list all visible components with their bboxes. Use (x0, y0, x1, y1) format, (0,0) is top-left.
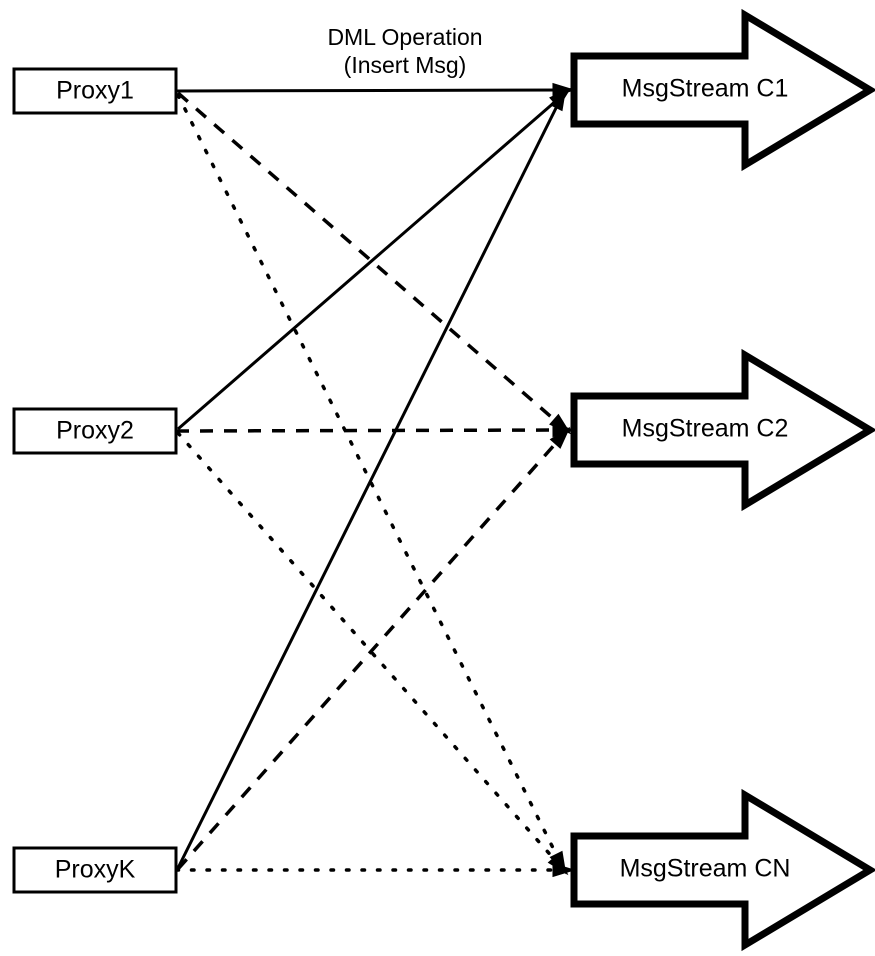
link-proxy1-to-cn (176, 93, 564, 868)
link-proxy1-to-c1 (175, 88, 567, 93)
msgstream-arrow-label-c2: MsgStream C2 (622, 415, 789, 443)
dml-operation-label-line1: DML Operation (327, 24, 482, 50)
link-proxy2-to-cn (176, 431, 564, 870)
arrowhead-proxyK-to-c2 (549, 426, 571, 449)
link-proxy2-to-c1 (177, 92, 565, 431)
connector-arrowheads (547, 82, 576, 878)
proxy-node-proxy1[interactable]: Proxy1 (12, 67, 178, 115)
proxy-label-proxyK: ProxyK (55, 856, 136, 884)
connector-links (174, 88, 568, 872)
link-proxy2-to-c2 (175, 428, 567, 433)
proxy-node-proxyK[interactable]: ProxyK (12, 846, 178, 894)
link-proxyK-to-c2 (176, 432, 566, 871)
arrowhead-proxyK-to-c1 (549, 87, 567, 112)
proxy-node-proxy2[interactable]: Proxy2 (12, 407, 178, 455)
msgstream-arrow-cn: MsgStream CN (570, 788, 875, 952)
msgstream-arrow-label-cn: MsgStream CN (620, 855, 791, 883)
dml-operation-label: DML Operation (Insert Msg) (327, 24, 482, 78)
proxy-label-proxy2: Proxy2 (56, 417, 134, 445)
arrowhead-proxyK-to-cn (552, 862, 576, 878)
proxy-box-proxy1 (12, 67, 178, 115)
msgstream-arrow-label-c1: MsgStream C1 (622, 75, 789, 103)
msgstream-arrow-shape-c2 (570, 348, 875, 512)
msgstream-arrows: MsgStream C1 MsgStream C2 MsgStream CN (570, 8, 875, 952)
dml-operation-label-line2: (Insert Msg) (344, 52, 467, 78)
proxy-label-proxy1: Proxy1 (56, 77, 134, 105)
proxy-box-proxyK (12, 846, 178, 894)
msgstream-arrow-shape-cn (570, 788, 875, 952)
msgstream-arrow-c2: MsgStream C2 (570, 348, 875, 512)
msgstream-arrow-shape-c1 (570, 8, 875, 172)
link-proxyK-to-c1 (176, 95, 564, 869)
msgstream-arrow-c1: MsgStream C1 (570, 8, 875, 172)
proxy-box-proxy2 (12, 407, 178, 455)
